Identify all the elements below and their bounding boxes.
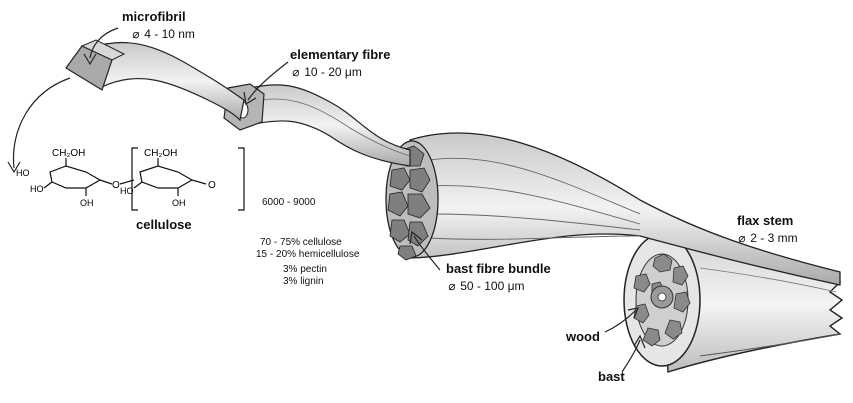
cellulose-label: cellulose bbox=[136, 217, 192, 232]
diameter-symbol: ⌀ bbox=[132, 27, 140, 41]
composition-line-2: 15 - 20% hemicellulose bbox=[256, 249, 360, 260]
composition-line-4: 3% lignin bbox=[283, 276, 324, 287]
flax-stem-size: 2 - 3 mm bbox=[750, 231, 798, 245]
bast-fibre-bundle-size: 50 - 100 μm bbox=[460, 279, 525, 293]
bast-label: bast bbox=[598, 369, 625, 384]
formula-o-right-end: O bbox=[208, 180, 216, 191]
cellulose-structural-formula: CH₂OH CH₂OH HO HO OH O HO OH O bbox=[16, 147, 245, 211]
right-glucose-ring bbox=[139, 165, 194, 189]
wood-core bbox=[650, 285, 674, 309]
microfibril-size: 4 - 10 nm bbox=[144, 27, 195, 41]
wood-label: wood bbox=[566, 329, 600, 344]
bast-fibre-bundle-diameter: ⌀ 50 - 100 μm bbox=[448, 280, 525, 292]
composition-line-1: 70 - 75% cellulose bbox=[260, 237, 342, 248]
diameter-symbol: ⌀ bbox=[738, 231, 746, 245]
formula-ho-right-mid: HO bbox=[120, 186, 134, 196]
composition-line-3: 3% pectin bbox=[283, 264, 327, 275]
formula-ch2oh-right: CH₂OH bbox=[144, 148, 177, 159]
formula-oh-left-bottom: OH bbox=[80, 198, 94, 208]
microfibril-label: microfibril bbox=[122, 9, 186, 24]
flax-stem-diameter: ⌀ 2 - 3 mm bbox=[738, 232, 798, 244]
elementary-fibre-shape bbox=[223, 83, 411, 167]
diameter-symbol: ⌀ bbox=[448, 279, 456, 293]
elementary-fibre-size: 10 - 20 μm bbox=[304, 65, 362, 79]
repeat-bracket-left bbox=[131, 147, 138, 211]
elementary-fibre-diameter: ⌀ 10 - 20 μm bbox=[292, 66, 362, 78]
formula-ch2oh-left: CH₂OH bbox=[52, 148, 85, 159]
label-arrows bbox=[7, 27, 646, 373]
flax-stem-label: flax stem bbox=[737, 213, 794, 228]
formula-ho-left-mid: HO bbox=[30, 184, 44, 194]
degree-of-polymerization: 6000 - 9000 bbox=[262, 197, 316, 208]
formula-o-link: O bbox=[112, 180, 120, 191]
bundle-fibre-cells bbox=[387, 145, 431, 261]
elementary-fibre-label: elementary fibre bbox=[290, 47, 391, 62]
diameter-symbol: ⌀ bbox=[292, 65, 300, 79]
formula-ho-left-top: HO bbox=[16, 168, 30, 178]
microfibril-diameter: ⌀ 4 - 10 nm bbox=[132, 28, 195, 40]
left-glucose-ring bbox=[49, 165, 102, 189]
microfibril-shape bbox=[65, 39, 245, 122]
repeat-bracket-right bbox=[238, 147, 245, 211]
bast-fibre-bundle-label: bast fibre bundle bbox=[446, 261, 551, 276]
formula-oh-right-bottom: OH bbox=[172, 198, 186, 208]
